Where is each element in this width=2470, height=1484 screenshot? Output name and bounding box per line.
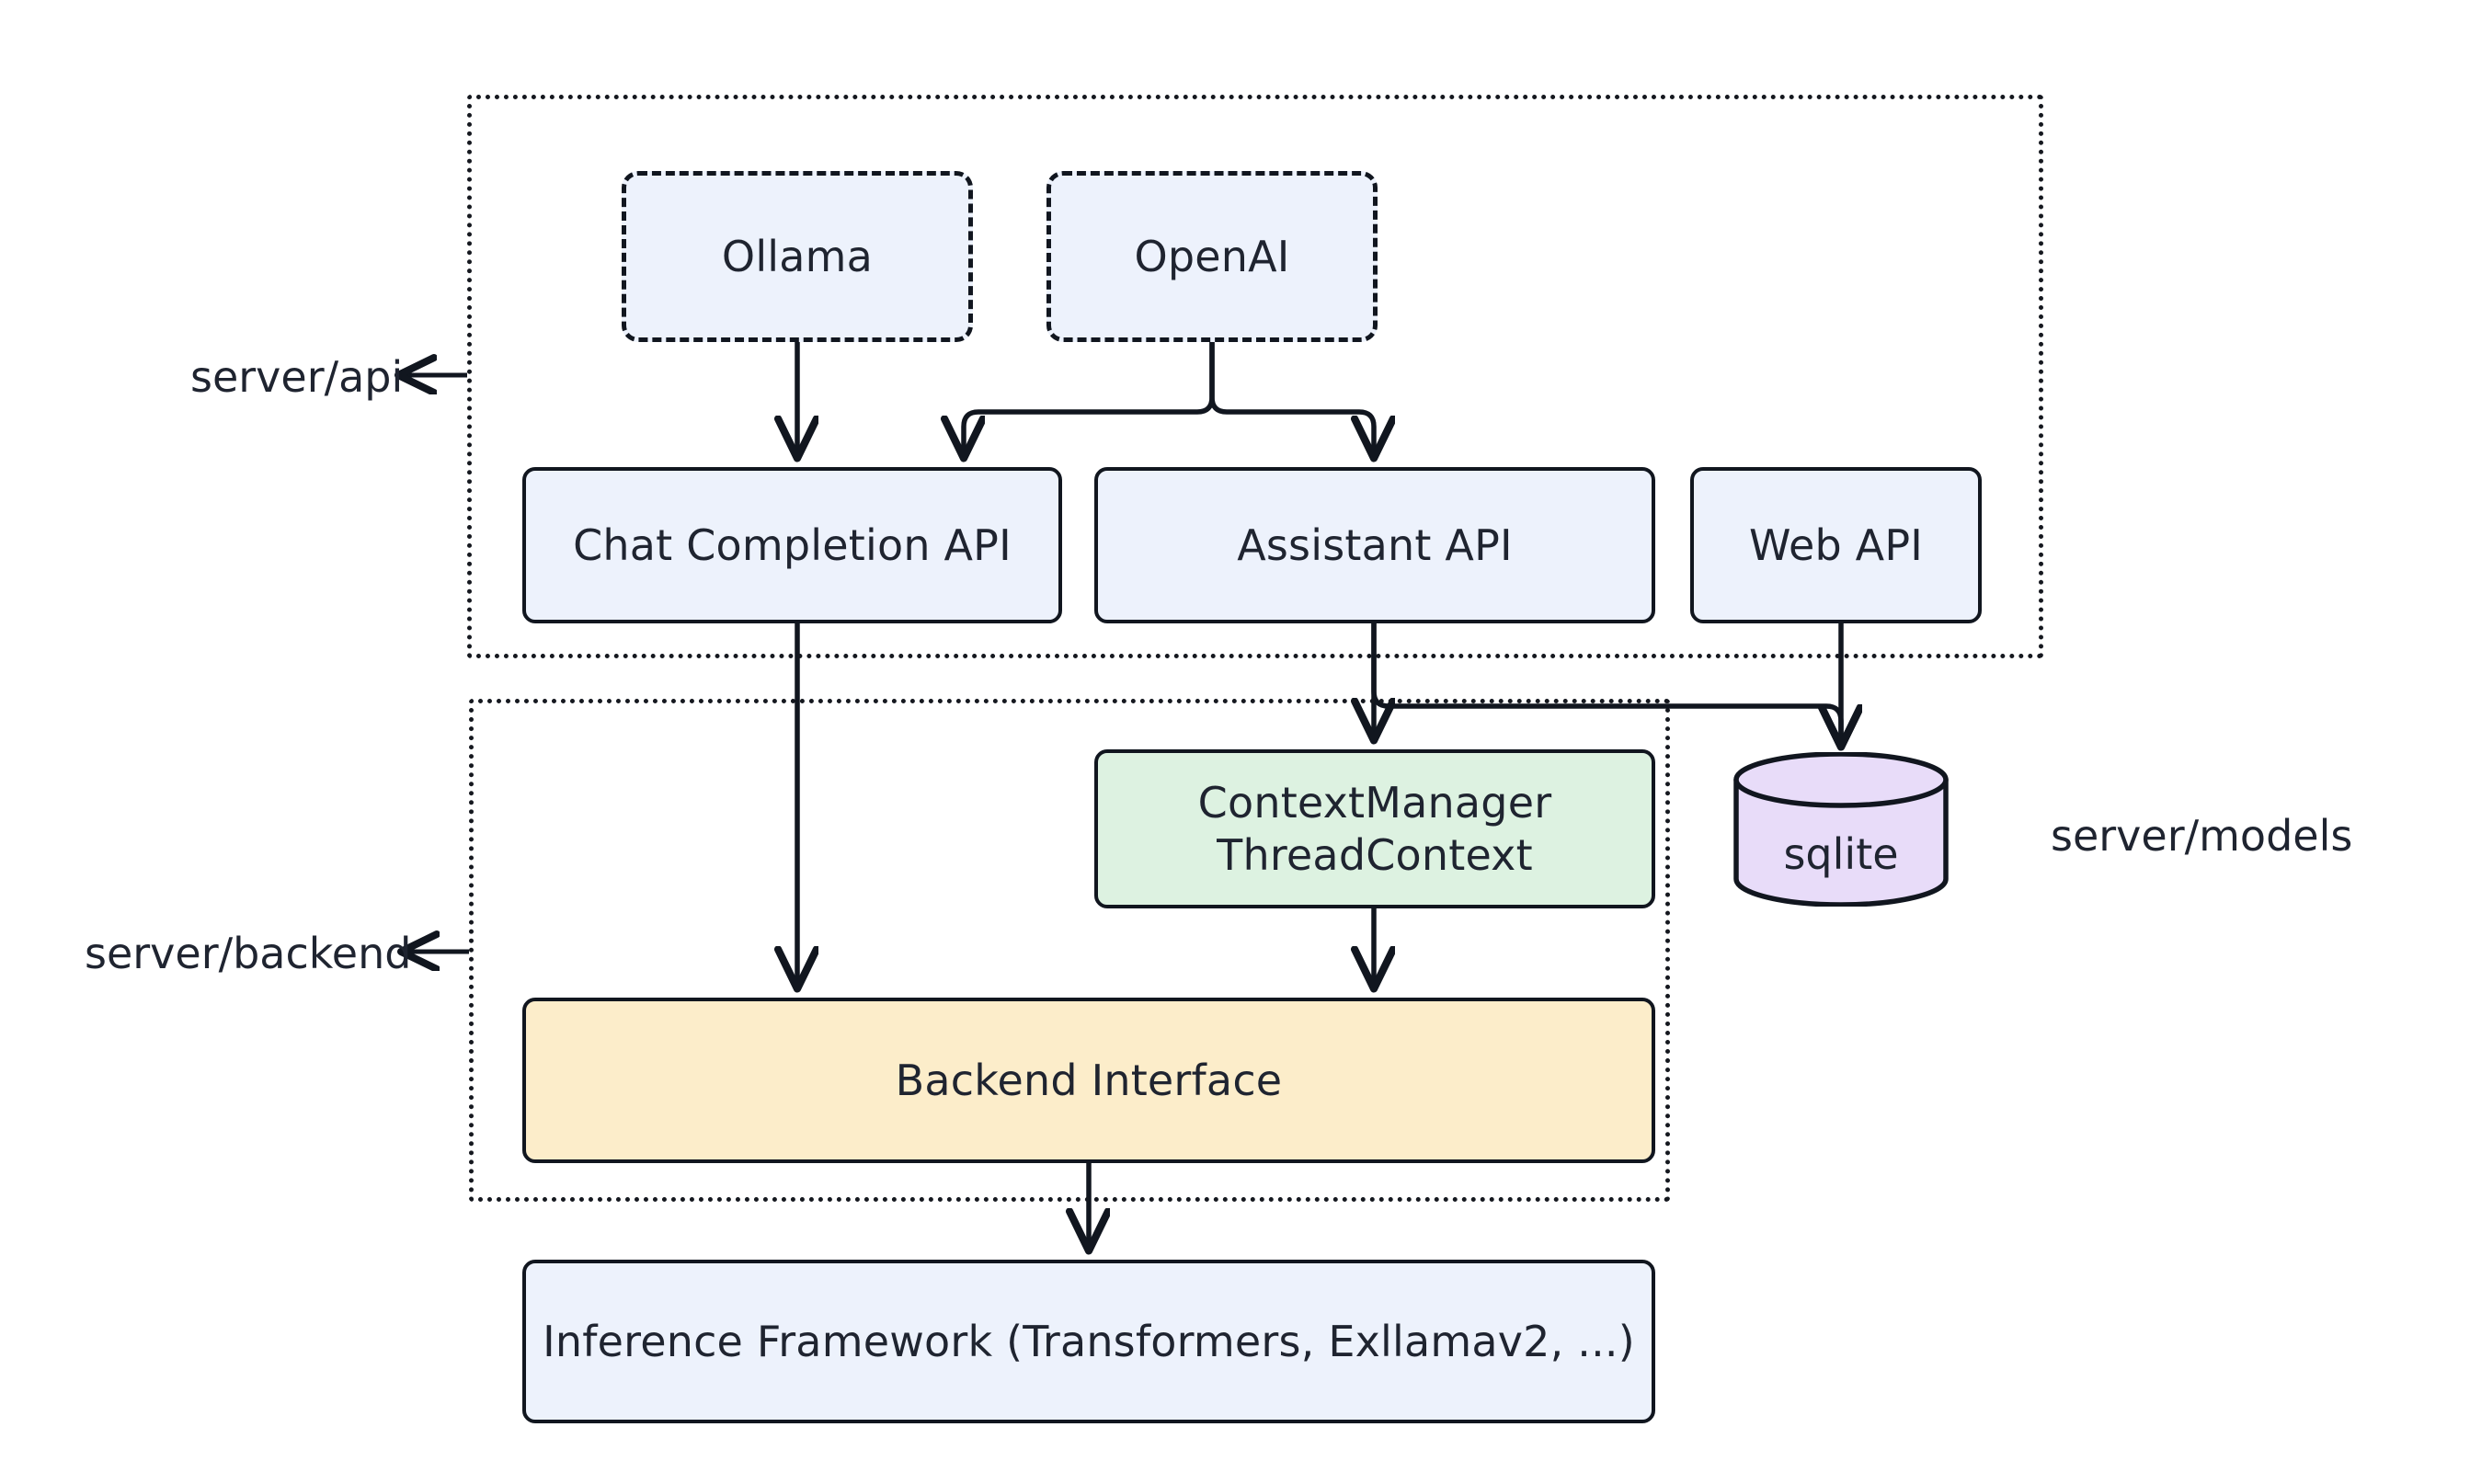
database-cylinder-icon — [1733, 751, 1949, 908]
node-ollama-label: Ollama — [721, 231, 874, 281]
node-openai-label: OpenAI — [1134, 231, 1290, 281]
node-sqlite-label: sqlite — [1783, 829, 1899, 879]
node-context-manager[interactable]: ContextManager ThreadContext — [1094, 749, 1655, 908]
node-openai[interactable]: OpenAI — [1046, 171, 1378, 342]
label-server-backend: server/backend — [85, 929, 412, 978]
node-backend-interface-label: Backend Interface — [895, 1055, 1283, 1105]
group-server-api — [467, 95, 2043, 658]
node-backend-interface[interactable]: Backend Interface — [522, 998, 1655, 1163]
node-context-manager-line2: ThreadContext — [1217, 829, 1533, 880]
node-context-manager-line1: ContextManager — [1197, 778, 1552, 828]
label-server-models: server/models — [2051, 811, 2353, 861]
label-server-api: server/api — [190, 352, 404, 402]
node-chat-completion-api-label: Chat Completion API — [573, 519, 1012, 570]
node-inference-framework-label: Inference Framework (Transformers, Exlla… — [543, 1316, 1635, 1366]
node-inference-framework[interactable]: Inference Framework (Transformers, Exlla… — [522, 1260, 1655, 1423]
node-sqlite[interactable]: sqlite — [1731, 751, 1951, 908]
node-ollama[interactable]: Ollama — [622, 171, 973, 342]
node-web-api[interactable]: Web API — [1690, 467, 1982, 623]
group-server-backend — [469, 699, 1670, 1202]
node-assistant-api[interactable]: Assistant API — [1094, 467, 1655, 623]
node-web-api-label: Web API — [1748, 519, 1924, 570]
node-assistant-api-label: Assistant API — [1237, 519, 1513, 570]
node-chat-completion-api[interactable]: Chat Completion API — [522, 467, 1062, 623]
